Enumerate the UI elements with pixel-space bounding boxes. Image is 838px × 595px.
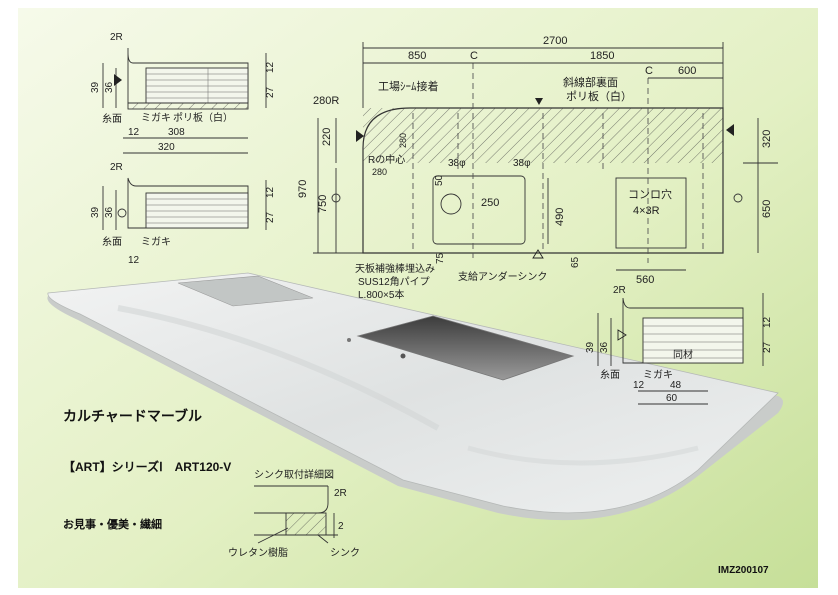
dim-r-center-vertical: 280 [398, 133, 408, 148]
sec-b-h2: 36 [104, 206, 115, 218]
section-a-labels: 2R 39 36 12 27 糸面 ミガキ ポリ板（白） 12 308 320 [90, 32, 276, 153]
sec-b-h3: 12 [265, 186, 276, 198]
dim-depth-main: 750 [317, 195, 329, 213]
dim-stove-width: 560 [636, 274, 654, 286]
center-mark-right: C [645, 65, 653, 77]
label-r-center: Rの中心 [368, 153, 405, 166]
label-reinforce-2: SUS12角パイプ [358, 276, 430, 288]
section-a-view [102, 48, 267, 154]
sec-a-w2: 308 [168, 127, 185, 138]
dim-stove-bottom: 65 [570, 256, 581, 268]
section-c-labels: 2R 39 36 12 27 同材 糸面 ミガキ 12 48 60 [585, 285, 773, 404]
dim-depth-right: 650 [761, 200, 773, 218]
sec-a-w3: 320 [158, 142, 175, 153]
sec-c-h1: 39 [585, 341, 596, 353]
countertop-photo [47, 272, 783, 521]
sec-b-migaki: ミガキ [141, 236, 171, 248]
dim-depth-back: 220 [321, 128, 333, 146]
sec-a-migaki: ミガキ [141, 112, 171, 124]
sec-c-h4: 27 [762, 341, 773, 353]
label-hatched-back: 斜線部裏面 [563, 75, 618, 89]
sink-detail-urethane: ウレタン樹脂 [228, 546, 288, 559]
center-mark-left: C [470, 50, 478, 62]
dim-right-width: 1850 [590, 50, 614, 62]
dim-hole-right: 38φ [513, 158, 531, 169]
sink-basin [356, 315, 575, 381]
product-tagline: お見事・優美・繊細 [63, 519, 162, 531]
label-reinforce-1: 天板補強棒埋込み [355, 262, 435, 275]
dim-corner-radius: 280R [313, 95, 339, 107]
drawing-canvas: 2700 850 1850 C C 600 280R 970 750 220 6… [18, 8, 818, 588]
label-supplied-sink: 支給アンダーシンク [458, 270, 547, 283]
dim-sink-offset: 50 [434, 174, 445, 186]
sec-c-w1: 12 [633, 380, 645, 391]
sec-b-itoumen: 糸面 [102, 236, 122, 248]
dim-left-width: 850 [408, 50, 426, 62]
sec-a-h2: 36 [104, 81, 115, 93]
label-poly-board: ポリ板（白） [566, 89, 632, 103]
sink-detail-title: シンク取付詳細図 [254, 468, 334, 481]
sec-c-h3: 12 [762, 316, 773, 328]
dim-depth-back-right: 320 [761, 130, 773, 148]
sec-a-radius: 2R [110, 32, 123, 43]
sink-detail-sink: シンク [330, 547, 360, 559]
stove-opening [177, 275, 314, 307]
plan-sink-outline [432, 175, 526, 245]
dim-total-width: 2700 [543, 35, 567, 47]
sec-c-h2: 36 [599, 341, 610, 353]
sec-a-w1: 12 [128, 127, 140, 138]
plan-stove-outline [615, 177, 687, 249]
product-series: 【ART】シリーズⅠ ART120-V [63, 460, 232, 474]
label-stove-spec: 4×3R [633, 205, 660, 217]
sec-a-itoumen: 糸面 [102, 113, 122, 125]
dim-depth-total: 970 [297, 180, 309, 198]
sec-c-w2: 48 [670, 380, 682, 391]
sink-detail-radius: 2R [334, 488, 347, 499]
sec-c-itoumen: 糸面 [600, 369, 620, 381]
sec-b-w1: 12 [128, 255, 140, 266]
dim-right-offset: 600 [678, 65, 696, 77]
dim-sink-height: 490 [554, 208, 566, 226]
plan-front-outline [362, 163, 724, 254]
plan-view [313, 42, 778, 271]
sec-b-radius: 2R [110, 162, 123, 173]
plan-drain-circle [440, 193, 462, 215]
sec-c-w3: 60 [666, 393, 678, 404]
label-reinforce-3: L.800×5本 [358, 288, 404, 301]
spec-sheet: 2700 850 1850 C C 600 280R 970 750 220 6… [18, 8, 818, 588]
section-b-view [102, 177, 267, 230]
dim-sink-bottom: 75 [435, 252, 446, 264]
sec-c-radius: 2R [613, 285, 626, 296]
sec-b-h4: 27 [265, 211, 276, 223]
label-factory-joint: 工場ｼｰﾑ接着 [378, 79, 439, 93]
drain-hole [400, 353, 406, 359]
sec-b-h1: 39 [90, 206, 101, 218]
plan-dimension-labels: 2700 850 1850 C C 600 280R 970 750 220 6… [297, 35, 773, 301]
sink-detail-labels: シンク取付詳細図 2R 2 ウレタン樹脂 シンク [228, 468, 360, 559]
section-c-view [597, 293, 764, 405]
section-b-labels: 2R 39 36 12 27 糸面 ミガキ 12 [90, 162, 276, 266]
sec-a-poly: ポリ板（白） [173, 111, 233, 124]
sink-mount-detail [254, 485, 338, 544]
sec-a-h1: 39 [90, 81, 101, 93]
product-title: カルチャードマーブル [63, 408, 203, 424]
sink-detail-gap: 2 [338, 521, 344, 532]
dim-hole-left: 38φ [448, 158, 466, 169]
faucet-hole [347, 338, 351, 342]
product-code: IMZ200107 [718, 565, 769, 576]
sec-c-migaki: ミガキ [643, 369, 673, 381]
dim-sink-width: 250 [481, 197, 499, 209]
label-stove-hole: コンロ穴 [628, 187, 672, 201]
sec-c-same-material: 同材 [673, 348, 693, 361]
dim-r-center-offset: 280 [372, 167, 387, 177]
sec-a-h4: 27 [265, 86, 276, 98]
sec-a-h3: 12 [265, 61, 276, 73]
